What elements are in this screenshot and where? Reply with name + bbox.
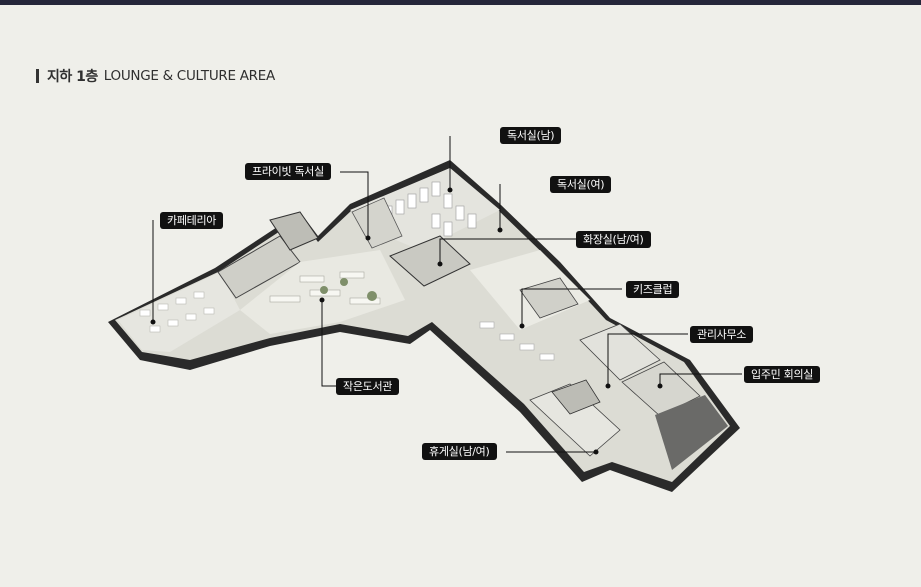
callout-line-library: [321, 302, 336, 387]
top-accent-bar: [0, 0, 921, 5]
callout-lines: [152, 136, 742, 453]
label-private-study: 프라이빗 독서실: [245, 163, 331, 180]
kids-club-room: [519, 277, 579, 319]
label-cafeteria: 카페테리아: [160, 212, 224, 229]
lounge-restroom: [551, 379, 601, 415]
label-restroom: 화장실(남/여): [576, 231, 651, 248]
callout-line-meeting-room: [659, 373, 742, 384]
library-plants: [320, 278, 377, 301]
restroom-block: [389, 235, 471, 287]
label-small-library: 작은도서관: [336, 378, 400, 395]
kids-club-furniture: [479, 321, 555, 361]
management-office: [579, 323, 661, 381]
callout-line-restroom: [439, 238, 576, 262]
label-study-female: 독서실(여): [550, 176, 612, 193]
private-study-room: [351, 197, 403, 249]
stair-core: [269, 211, 319, 251]
lounge-room: [529, 383, 621, 457]
cafeteria-zone: [118, 272, 240, 352]
callout-line-kids-club: [521, 288, 622, 324]
study-desks: [383, 181, 477, 237]
floor-plan-structure: [108, 160, 740, 492]
callout-dots: [150, 187, 663, 455]
dark-core-area: [655, 395, 728, 470]
label-management-office: 관리사무소: [690, 326, 754, 343]
callout-line-management: [607, 333, 688, 384]
label-study-male: 독서실(남): [500, 127, 562, 144]
heading-marker: [36, 69, 39, 83]
callout-line-private-study: [340, 171, 369, 236]
area-title: LOUNGE & CULTURE AREA: [103, 68, 275, 84]
label-kids-club: 키즈클럽: [626, 281, 680, 298]
cafeteria-tables: [139, 291, 215, 333]
label-meeting-room: 입주민 회의실: [744, 366, 821, 383]
floor-label: 지하 1층: [47, 69, 98, 85]
label-lounge: 휴게실(남/여): [422, 443, 497, 460]
meeting-room: [621, 361, 701, 417]
section-heading: 지하 1층 LOUNGE & CULTURE AREA: [36, 66, 275, 86]
